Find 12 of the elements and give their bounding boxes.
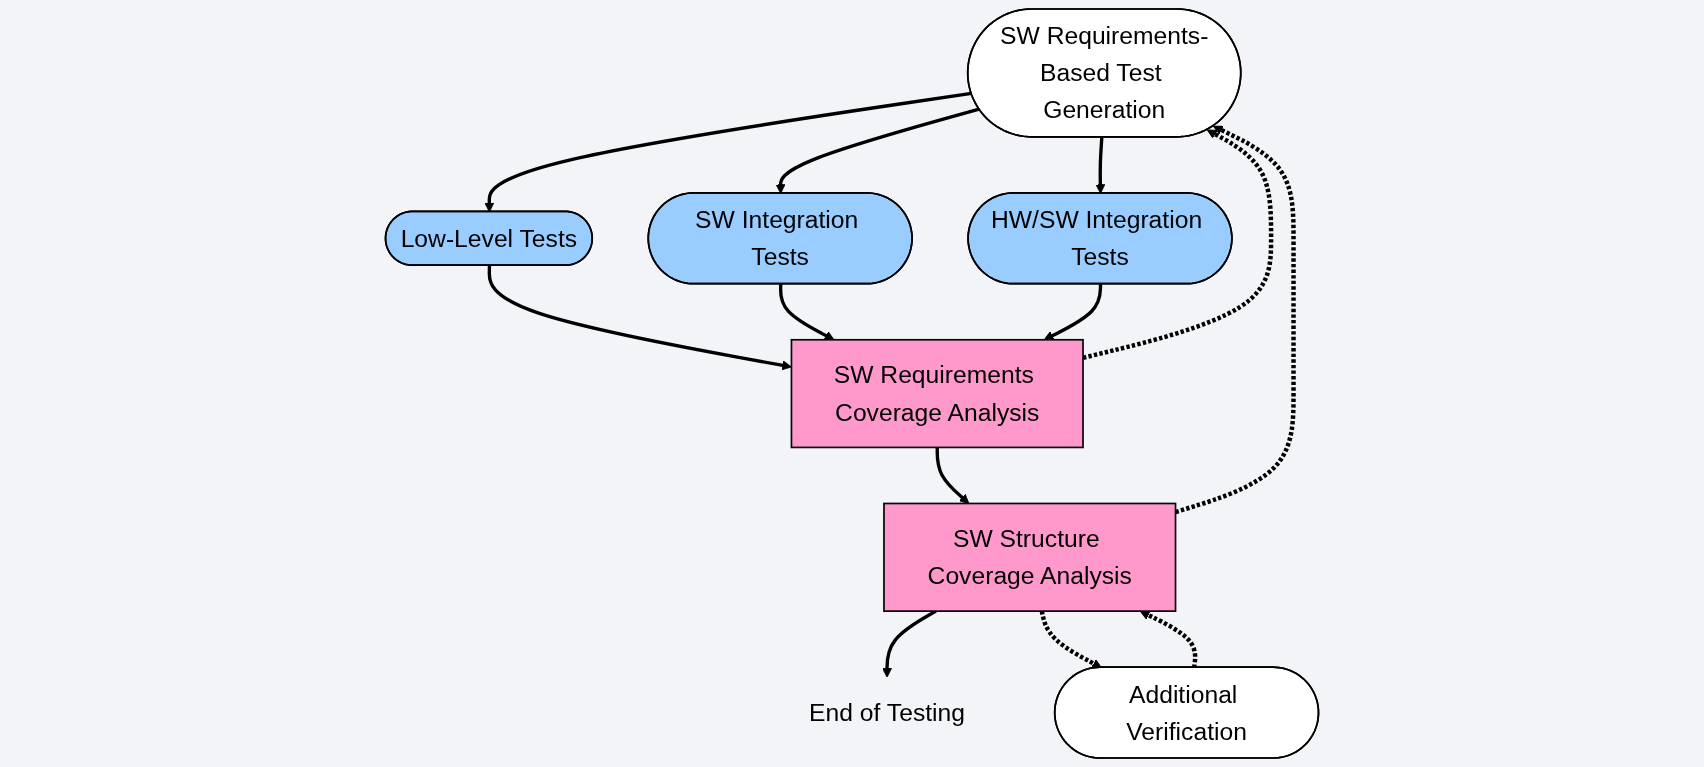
arrow <box>778 284 835 341</box>
node-text: End of Testing <box>809 698 966 727</box>
arrow <box>487 265 792 371</box>
arrow <box>1043 284 1103 341</box>
arrow <box>1039 610 1102 669</box>
arrow <box>1139 610 1198 669</box>
node-box: SW Structure Coverage Analysis <box>883 502 1177 612</box>
arrow <box>935 447 970 504</box>
arrow <box>775 107 980 194</box>
node-box: SW Requirements Coverage Analysis <box>790 338 1084 449</box>
arrow <box>484 91 972 213</box>
arrow <box>1095 137 1106 194</box>
